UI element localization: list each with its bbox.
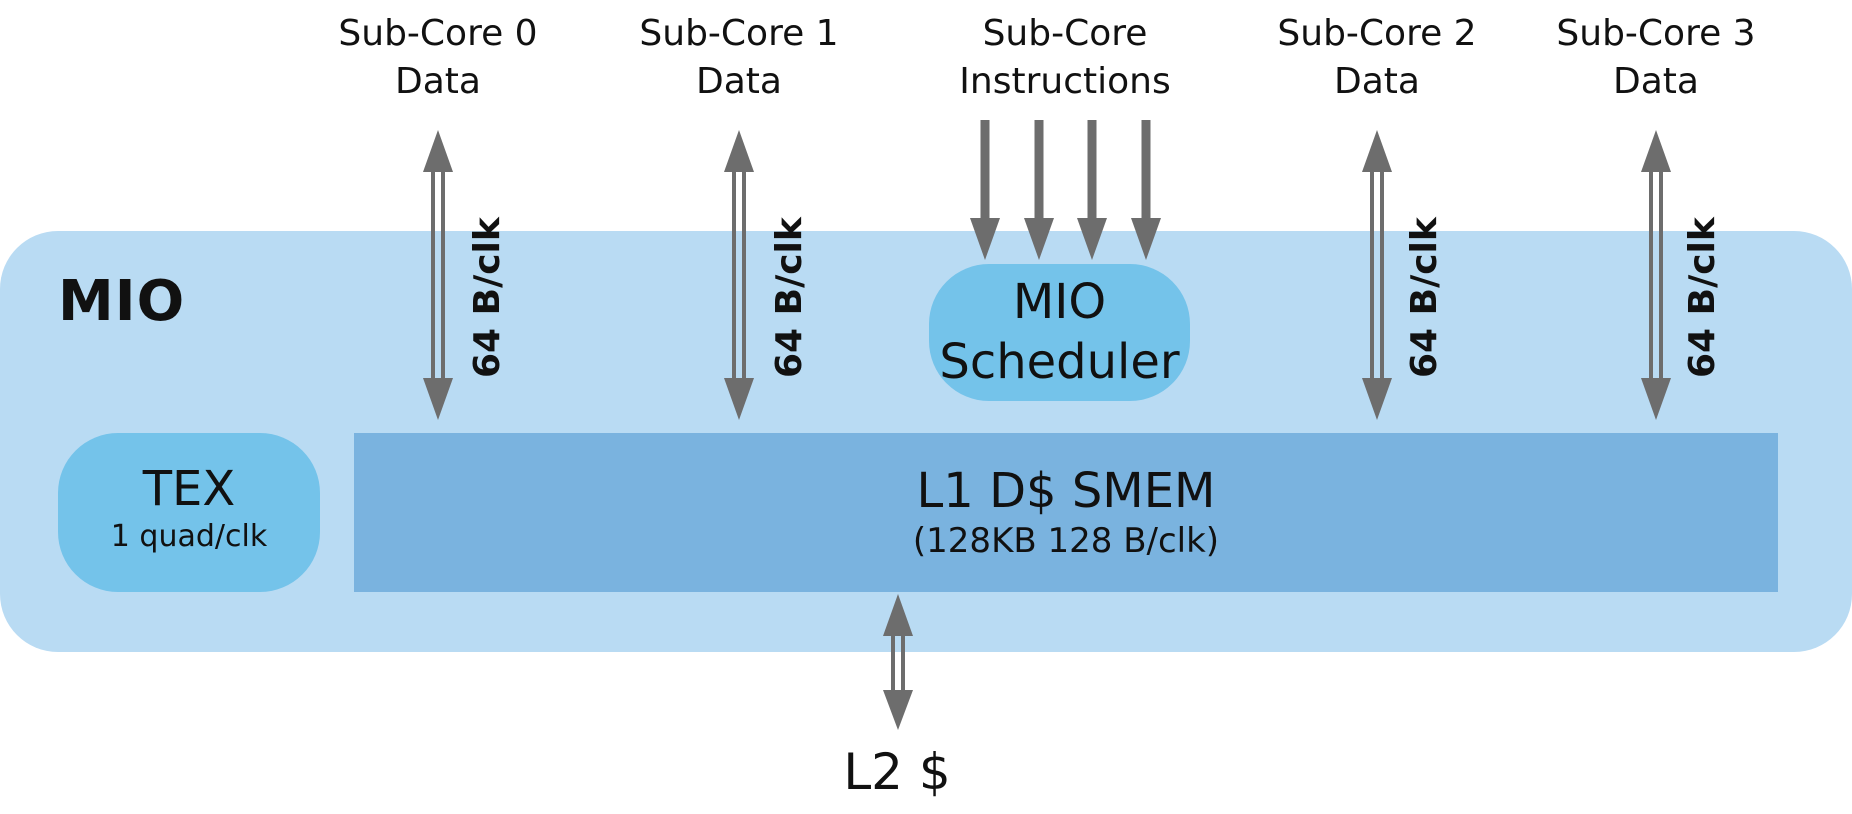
l1-subtitle: (128KB 128 B/clk) [912, 521, 1220, 561]
subcore-1-label-line2: Data [696, 61, 782, 102]
subcore-2-data-label: Sub-Core 2 Data [1277, 10, 1476, 106]
mio-scheduler-line1: MIO [1012, 274, 1107, 330]
subcore-3-data-label: Sub-Core 3 Data [1556, 10, 1755, 106]
subcore-0-label-line1: Sub-Core 0 [338, 13, 538, 54]
subcore-1-label-line1: Sub-Core 1 [639, 13, 839, 54]
subcore-2-label-line2: Data [1334, 61, 1420, 102]
subcore-3-label-line1: Sub-Core 3 [1556, 13, 1756, 54]
mio-scheduler-line2: Scheduler [939, 334, 1180, 390]
subcore-1-data-label: Sub-Core 1 Data [639, 10, 838, 106]
subcore-instructions-line1: Sub-Core [982, 13, 1148, 54]
l2-connection-arrow [883, 594, 913, 730]
subcore-0-data-arrow [423, 130, 453, 420]
tex-unit: TEX 1 quad/clk [58, 433, 320, 592]
subcore-instructions-label: Sub-Core Instructions [959, 10, 1170, 106]
mio-scheduler: MIO Scheduler [929, 264, 1190, 401]
l1-dcache-smem: L1 D$ SMEM (128KB 128 B/clk) [354, 433, 1778, 592]
subcore-3-label-line2: Data [1613, 61, 1699, 102]
instruction-arrows [970, 120, 1161, 260]
subcore-2-data-arrow [1362, 130, 1392, 420]
l1-title: L1 D$ SMEM [916, 463, 1216, 519]
subcore-1-data-arrow [724, 130, 754, 420]
subcore-instructions-line2: Instructions [959, 61, 1171, 102]
subcore-3-data-arrow [1641, 130, 1671, 420]
mio-title: MIO [58, 269, 186, 334]
subcore-2-label-line1: Sub-Core 2 [1277, 13, 1477, 54]
l2-cache-label: L2 $ [843, 743, 951, 801]
tex-subtitle: 1 quad/clk [110, 519, 268, 554]
tex-title: TEX [142, 461, 236, 517]
subcore-0-data-label: Sub-Core 0 Data [338, 10, 537, 106]
subcore-0-label-line2: Data [395, 61, 481, 102]
